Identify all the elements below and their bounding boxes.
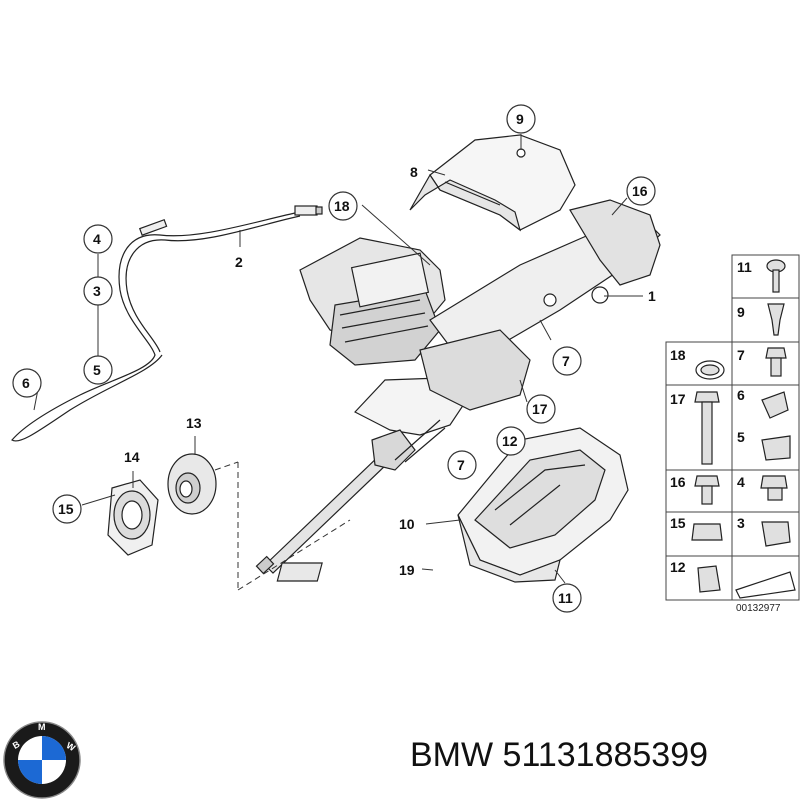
callout-13: 13: [186, 415, 202, 431]
callout-19: 19: [399, 562, 415, 578]
svg-text:17: 17: [532, 401, 548, 417]
callout-7-lower: 7: [447, 450, 477, 480]
callout-17: 17: [526, 394, 556, 424]
legend-5: 5: [737, 429, 745, 445]
arrow-icon: [735, 571, 796, 599]
svg-text:16: 16: [632, 183, 648, 199]
callout-16: 16: [626, 176, 656, 206]
legend-11: 11: [737, 259, 752, 275]
part-number: 51131885399: [502, 736, 709, 774]
svg-text:3: 3: [93, 283, 101, 299]
cable-assembly: [11, 205, 323, 442]
svg-text:14: 14: [124, 449, 140, 465]
legend-4: 4: [737, 474, 745, 490]
callout-12: 12: [496, 426, 526, 456]
callout-14: 14: [124, 449, 140, 465]
callout-10: 10: [399, 516, 415, 532]
part-caption: BMW 51131885399: [410, 736, 708, 775]
upper-trim-cover: [409, 134, 576, 232]
legend-3: 3: [737, 515, 745, 531]
svg-text:W: W: [65, 740, 78, 753]
svg-text:1: 1: [648, 288, 656, 304]
svg-text:18: 18: [334, 198, 350, 214]
svg-text:10: 10: [399, 516, 415, 532]
svg-text:M: M: [38, 722, 47, 732]
svg-text:9: 9: [516, 111, 524, 127]
svg-text:4: 4: [93, 231, 101, 247]
legend-9: 9: [737, 304, 745, 320]
svg-text:19: 19: [399, 562, 415, 578]
callout-2: 2: [235, 254, 243, 270]
svg-text:8: 8: [410, 164, 418, 180]
bmw-logo: B M W: [3, 721, 81, 799]
svg-text:7: 7: [457, 457, 465, 473]
legend-17: 17: [670, 391, 686, 407]
callout-3: 3: [83, 276, 113, 306]
svg-text:2: 2: [235, 254, 243, 270]
legend-12: 12: [670, 559, 686, 575]
legend-7: 7: [737, 347, 745, 363]
svg-text:5: 5: [93, 362, 101, 378]
logo-lettering: B: [11, 738, 22, 750]
legend-18: 18: [670, 347, 686, 363]
ref-code: 00132977: [736, 603, 781, 614]
callout-1: 1: [648, 288, 656, 304]
svg-text:12: 12: [502, 433, 518, 449]
sticker-19: [276, 562, 323, 582]
callout-9: 9: [506, 104, 536, 134]
callout-4: 4: [83, 224, 113, 254]
callout-11: 11: [552, 583, 582, 613]
svg-text:13: 13: [186, 415, 202, 431]
lower-trim-cover: [457, 427, 629, 583]
callout-18: 18: [328, 191, 358, 221]
legend-15: 15: [670, 515, 686, 531]
callout-8: 8: [410, 164, 418, 180]
callout-5: 5: [83, 355, 113, 385]
svg-text:15: 15: [58, 501, 74, 517]
fastener-legend: 11 9 18 7 17 6 5 16 4 15 3 12 00132977: [665, 254, 800, 614]
svg-text:6: 6: [22, 375, 30, 391]
svg-text:11: 11: [558, 590, 573, 606]
callout-7-upper: 7: [552, 346, 582, 376]
legend-16: 16: [670, 474, 686, 490]
brand-name: BMW: [410, 736, 494, 774]
legend-6: 6: [737, 387, 745, 403]
callout-6: 6: [12, 368, 42, 398]
svg-text:7: 7: [562, 353, 570, 369]
flange-bearing: [107, 453, 351, 591]
callout-15: 15: [52, 494, 82, 524]
steering-column: [255, 199, 661, 575]
